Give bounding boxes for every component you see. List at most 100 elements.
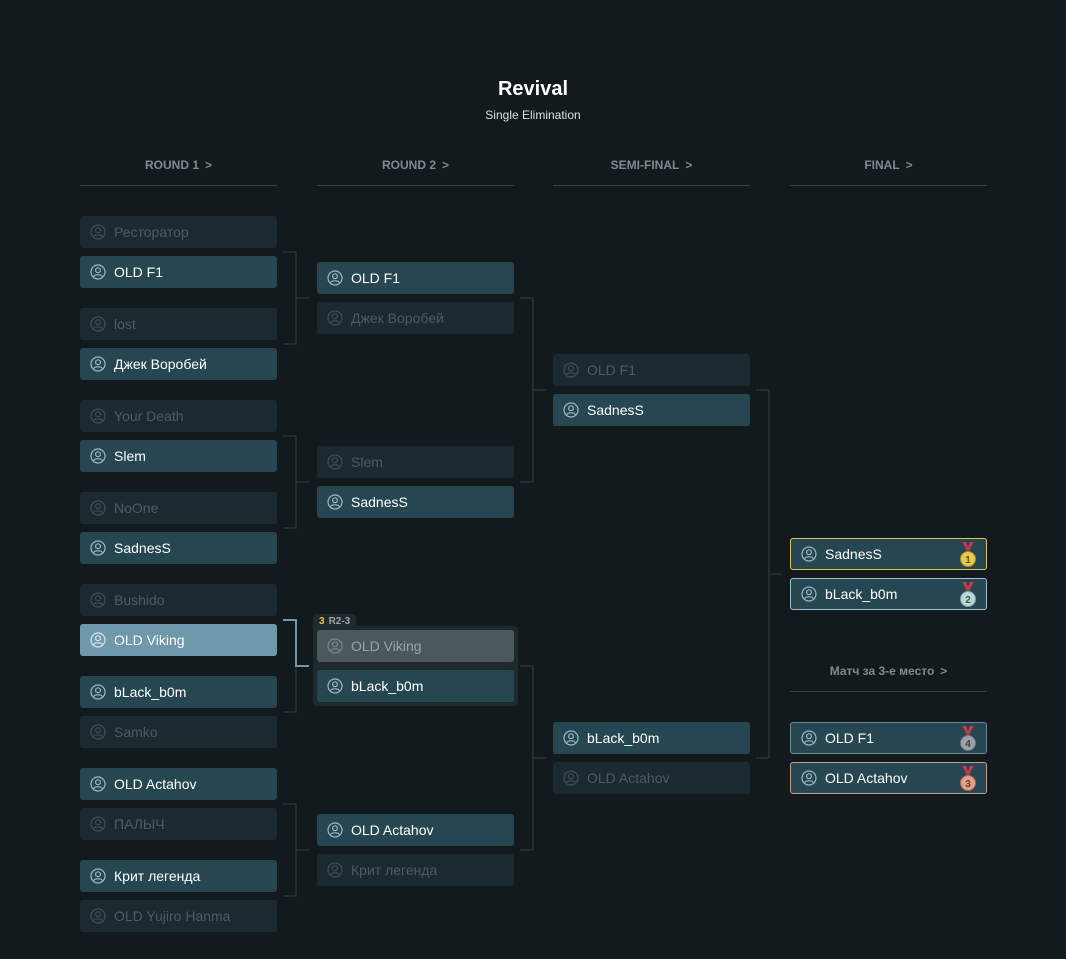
user-icon [90, 224, 106, 240]
participant-name: lost [114, 316, 136, 332]
user-icon [90, 908, 106, 924]
user-icon [563, 362, 579, 378]
participant-name: OLD Actahov [114, 776, 197, 792]
user-icon [90, 684, 106, 700]
chevron-right-icon: > [205, 158, 213, 172]
participant-slot[interactable]: OLD Actahov [80, 768, 277, 800]
participant-name: SadnesS [587, 402, 644, 418]
round-header-semifinal[interactable]: SEMI-FINAL> [553, 158, 750, 186]
participant-slot[interactable]: bLack_b0m [553, 722, 750, 754]
round-header-label: ROUND 1 [144, 158, 199, 172]
participant-name: bLack_b0m [825, 586, 898, 602]
third-place-winner-slot[interactable]: OLD Actahov 3 [790, 762, 987, 794]
chevron-right-icon: > [685, 158, 693, 172]
participant-slot[interactable]: Крит легенда [80, 860, 277, 892]
chevron-right-icon: > [905, 158, 913, 172]
user-icon [801, 770, 817, 786]
user-icon [327, 494, 343, 510]
gold-medal-icon: 1 [960, 542, 976, 567]
participant-slot[interactable]: OLD Actahov [317, 814, 514, 846]
participant-slot-highlighted[interactable]: OLD Viking [80, 624, 277, 656]
participant-slot[interactable]: Ресторатор [80, 216, 277, 248]
participant-slot[interactable]: bLack_b0m [317, 670, 514, 702]
participant-name: OLD Viking [351, 638, 422, 654]
participant-slot[interactable]: SadnesS [553, 394, 750, 426]
third-place-header[interactable]: Матч за 3-е место> [790, 664, 987, 692]
round-header-2[interactable]: ROUND 2 > [317, 158, 514, 186]
user-icon [327, 454, 343, 470]
user-icon [801, 546, 817, 562]
participant-name: Джек Воробей [114, 356, 207, 372]
participant-slot[interactable]: OLD F1 [553, 354, 750, 386]
participant-slot[interactable]: OLD Yujiro Hanma [80, 900, 277, 932]
user-icon [90, 816, 106, 832]
user-icon [90, 264, 106, 280]
user-icon [90, 540, 106, 556]
user-icon [90, 724, 106, 740]
participant-name: Bushido [114, 592, 165, 608]
third-place-slot[interactable]: OLD F1 4 [790, 722, 987, 754]
participant-name: OLD Yujiro Hanma [114, 908, 231, 924]
participant-name: Джек Воробей [351, 310, 444, 326]
participant-slot[interactable]: Джек Воробей [317, 302, 514, 334]
final-runnerup-slot[interactable]: bLack_b0m 2 [790, 578, 987, 610]
user-icon [327, 678, 343, 694]
participant-slot[interactable]: OLD Actahov [553, 762, 750, 794]
round-header-final[interactable]: FINAL > [790, 158, 987, 186]
participant-name: Your Death [114, 408, 184, 424]
participant-name: bLack_b0m [114, 684, 187, 700]
participant-name: OLD F1 [351, 270, 401, 286]
match-number: 3 [319, 616, 325, 627]
participant-name: NoOne [114, 500, 159, 516]
participant-name: Крит легенда [114, 868, 201, 884]
participant-slot[interactable]: Slem [80, 440, 277, 472]
round-header-label: FINAL [864, 158, 900, 172]
user-icon [327, 822, 343, 838]
participant-slot[interactable]: NoOne [80, 492, 277, 524]
participant-name: Slem [351, 454, 383, 470]
participant-slot[interactable]: Джек Воробей [80, 348, 277, 380]
participant-slot-highlighted[interactable]: OLD Viking [317, 630, 514, 662]
participant-slot[interactable]: Samko [80, 716, 277, 748]
user-icon [90, 408, 106, 424]
user-icon [90, 316, 106, 332]
medal-place: 2 [965, 595, 971, 606]
chevron-right-icon: > [442, 158, 450, 172]
participant-slot[interactable]: ПАЛЫЧ [80, 808, 277, 840]
user-icon [327, 310, 343, 326]
participant-name: OLD F1 [114, 264, 164, 280]
participant-slot[interactable]: Your Death [80, 400, 277, 432]
medal-place: 1 [965, 555, 971, 566]
user-icon [563, 770, 579, 786]
participant-name: Slem [114, 448, 146, 464]
page-subtitle: Single Elimination [485, 108, 581, 122]
participant-slot[interactable]: SadnesS [317, 486, 514, 518]
user-icon [90, 592, 106, 608]
user-icon [327, 270, 343, 286]
participant-slot[interactable]: OLD F1 [80, 256, 277, 288]
user-icon [563, 730, 579, 746]
participant-slot[interactable]: Bushido [80, 584, 277, 616]
user-icon [327, 862, 343, 878]
round-header-label: ROUND 2 [381, 158, 436, 172]
user-icon [563, 402, 579, 418]
match-code: R2-3 [328, 616, 351, 627]
round-header-1[interactable]: ROUND 1 > [80, 158, 277, 186]
participant-slot[interactable]: SadnesS [80, 532, 277, 564]
user-icon [90, 356, 106, 372]
participant-name: bLack_b0m [351, 678, 424, 694]
user-icon [90, 776, 106, 792]
final-winner-slot[interactable]: SadnesS 1 [790, 538, 987, 570]
medal-place: 3 [965, 779, 971, 790]
participant-name: OLD F1 [587, 362, 637, 378]
participant-slot[interactable]: OLD F1 [317, 262, 514, 294]
participant-name: SadnesS [114, 540, 171, 556]
fourth-place-medal-icon: 4 [960, 726, 976, 751]
chevron-right-icon: > [940, 664, 948, 678]
participant-slot[interactable]: bLack_b0m [80, 676, 277, 708]
participant-slot[interactable]: lost [80, 308, 277, 340]
silver-medal-icon: 2 [960, 582, 976, 607]
participant-slot[interactable]: Крит легенда [317, 854, 514, 886]
participant-slot[interactable]: Slem [317, 446, 514, 478]
